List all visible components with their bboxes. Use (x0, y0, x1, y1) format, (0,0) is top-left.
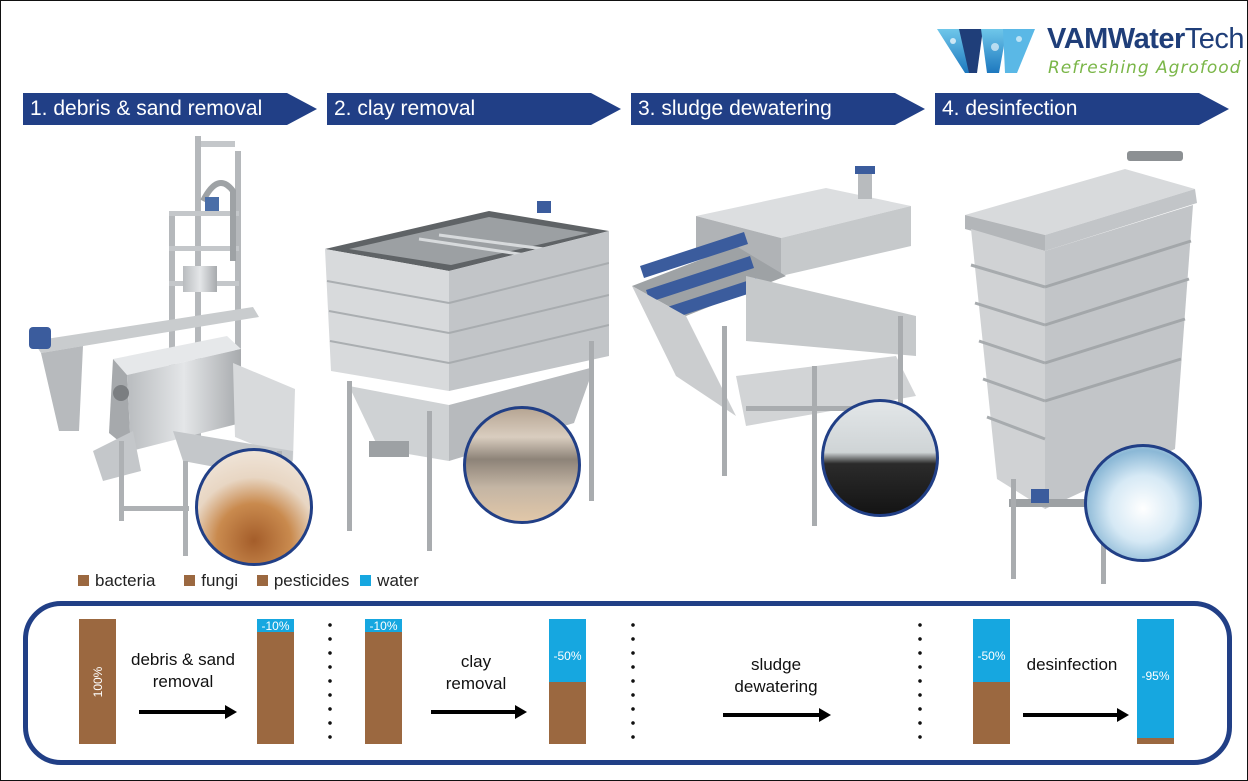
process-arrow-icon (723, 708, 831, 722)
water-segment (549, 619, 586, 682)
logo-tagline: Refreshing Agrofood (1048, 58, 1242, 78)
composition-bar-after-debris: -10% (257, 619, 294, 744)
logo-wordmark: VAMWaterTech (1047, 23, 1245, 55)
legend-swatch (184, 575, 196, 586)
process-arrow-icon (139, 705, 237, 719)
bar-value-label: -50% (553, 649, 582, 663)
legend-swatch (360, 575, 372, 586)
clay-removal-tank (325, 201, 609, 551)
banner-arrow-shape (23, 93, 317, 125)
step-label-2: 2. clay removal (334, 97, 476, 120)
banner-arrow-shape (327, 93, 621, 125)
stage-text-desinfection: desinfection (1026, 655, 1118, 674)
stage-separator (631, 618, 635, 744)
composition-bar-before-clay: -10% (365, 619, 402, 744)
composition-bar-after-clay: -50% (549, 619, 586, 744)
stage-text-clay: clay removal (445, 652, 507, 693)
legend: bacteria fungi pesticides water (78, 571, 425, 591)
sand-sediment-photo (195, 448, 313, 566)
stage-text-sludge: sludge dewatering (734, 655, 818, 696)
banner-arrow-shape (631, 93, 925, 125)
vam-logo-icon (937, 29, 1035, 73)
stage-separator (918, 618, 922, 744)
dewatered-sludge-photo (821, 399, 939, 517)
legend-swatch (256, 575, 268, 586)
bar-value-label: -50% (977, 649, 1006, 663)
desinfection-tank (965, 151, 1197, 584)
stage-text-debris: debris & sand removal (131, 650, 235, 691)
bar-value-label: -10% (261, 619, 290, 633)
legend-item: water (360, 571, 419, 591)
legend-swatch (78, 575, 89, 586)
water-glass-photo (1084, 444, 1202, 562)
legend-item: bacteria (78, 571, 155, 591)
stage-separator (328, 618, 332, 744)
belt-press-machine (632, 166, 916, 526)
bar-value-label: -10% (369, 619, 398, 633)
step-label-1: 1. debris & sand removal (30, 97, 263, 120)
clay-water-photo (463, 406, 581, 524)
step-label-3: 3. sludge dewatering (638, 97, 832, 120)
composition-bar-after-desinfection: -95% (1137, 619, 1174, 744)
water-segment (973, 619, 1010, 682)
bar-value-label: -95% (1141, 669, 1170, 683)
banner-arrow-shape (935, 93, 1229, 125)
step-label-4: 4. desinfection (942, 97, 1078, 120)
process-summary-panel (23, 601, 1232, 765)
legend-item: fungi (184, 571, 238, 591)
bar-value-label: 100% (90, 666, 105, 697)
process-arrow-icon (1023, 708, 1129, 722)
water-segment (1137, 619, 1174, 738)
composition-bar-before-desinfection: -50% (973, 619, 1010, 744)
process-arrow-icon (431, 705, 527, 719)
water-segment (257, 619, 294, 632)
composition-bar-start: 100% (79, 619, 116, 744)
legend-item: pesticides (256, 571, 349, 591)
water-segment (365, 619, 402, 632)
